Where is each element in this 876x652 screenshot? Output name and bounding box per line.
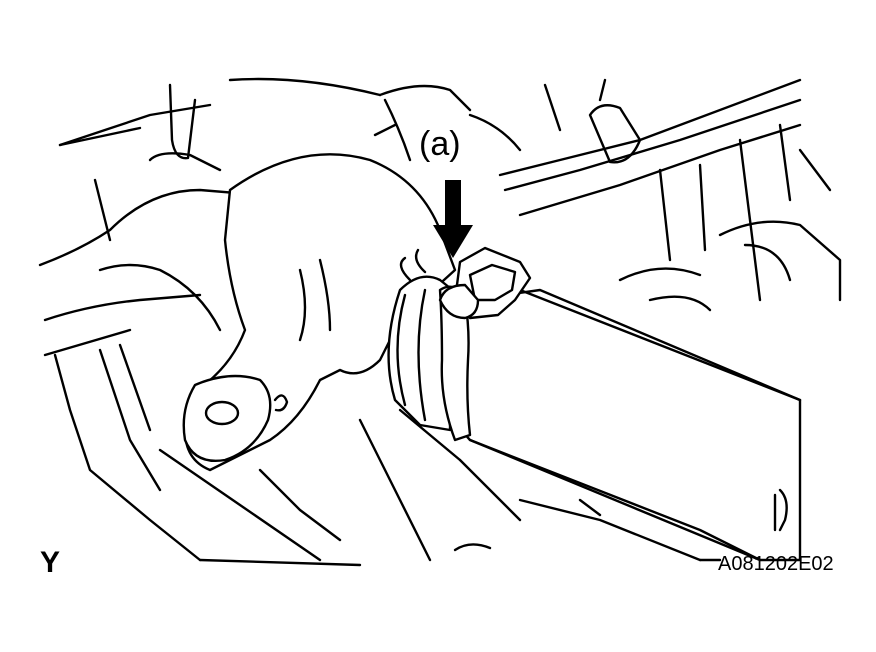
hose-pipe — [452, 288, 802, 562]
pointer-arrow — [433, 180, 473, 258]
callout-label: (a) — [419, 125, 461, 163]
background-engine-parts — [58, 77, 842, 312]
hose-flange — [182, 374, 289, 462]
hose-clamp — [387, 246, 532, 442]
figure-code: A081202E02 — [718, 553, 834, 575]
view-letter: Y — [40, 546, 61, 579]
left-bracket-structure — [38, 178, 362, 567]
lower-frame — [258, 408, 788, 562]
